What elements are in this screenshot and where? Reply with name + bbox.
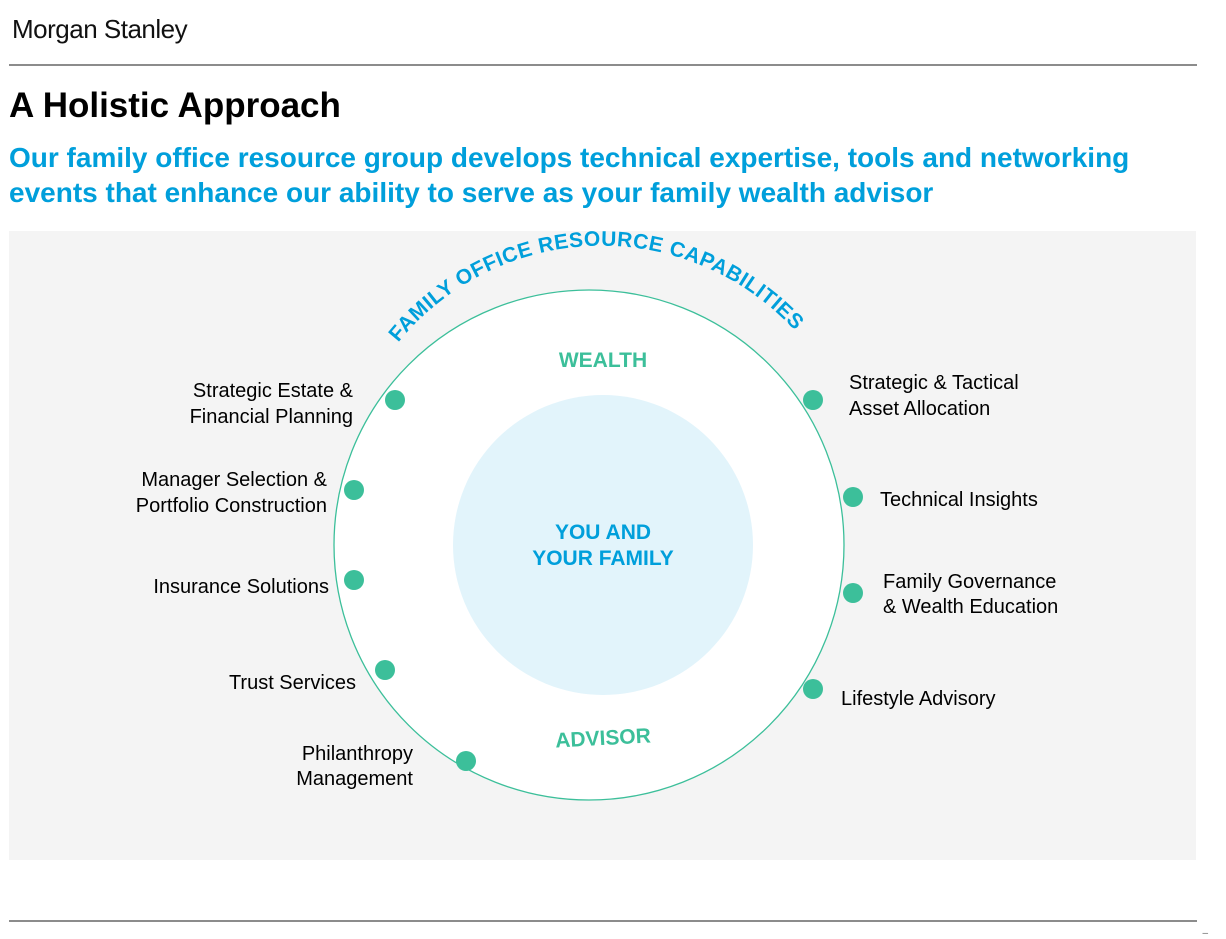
node-dot [803,390,823,410]
brand-logo: Morgan Stanley [12,14,188,44]
node-label-estate-1: Strategic Estate & [193,380,354,402]
node-label-philanthropy-2: Management [296,768,413,790]
node-label-trust: Trust Services [229,672,356,694]
node-dot [843,487,863,507]
wealth-label: WEALTH [559,349,647,372]
page-subtitle: Our family office resource group develop… [9,140,1209,210]
node-label-estate-2: Financial Planning [190,406,353,428]
node-dot [375,660,395,680]
node-label-manager-2: Portfolio Construction [136,495,327,517]
node-dot [803,679,823,699]
subtitle-line-2: events that enhance our ability to serve… [9,177,934,208]
node-label-philanthropy-1: Philanthropy [302,743,413,765]
node-label-lifestyle: Lifestyle Advisory [841,688,996,710]
header-divider [9,64,1197,66]
node-label-insurance: Insurance Solutions [153,576,329,598]
page-title: A Holistic Approach [9,86,341,125]
node-dot [344,480,364,500]
node-dot [843,583,863,603]
center-circle [453,395,753,695]
footer-divider [9,920,1197,922]
center-line-2: YOUR FAMILY [532,547,674,570]
node-label-insights: Technical Insights [880,489,1038,511]
node-label-allocation-2: Asset Allocation [849,398,990,420]
page-mark: – [1202,928,1208,939]
node-label-allocation-1: Strategic & Tactical [849,372,1019,394]
center-line-1: YOU AND [555,521,651,544]
node-label-governance-2: & Wealth Education [883,596,1058,618]
advisor-label: ADVISOR [555,725,652,753]
node-label-manager-1: Manager Selection & [141,469,327,491]
node-dot [344,570,364,590]
node-label-governance-1: Family Governance [883,571,1056,593]
subtitle-line-1: Our family office resource group develop… [9,142,1130,173]
node-dot [385,390,405,410]
node-dot [456,751,476,771]
